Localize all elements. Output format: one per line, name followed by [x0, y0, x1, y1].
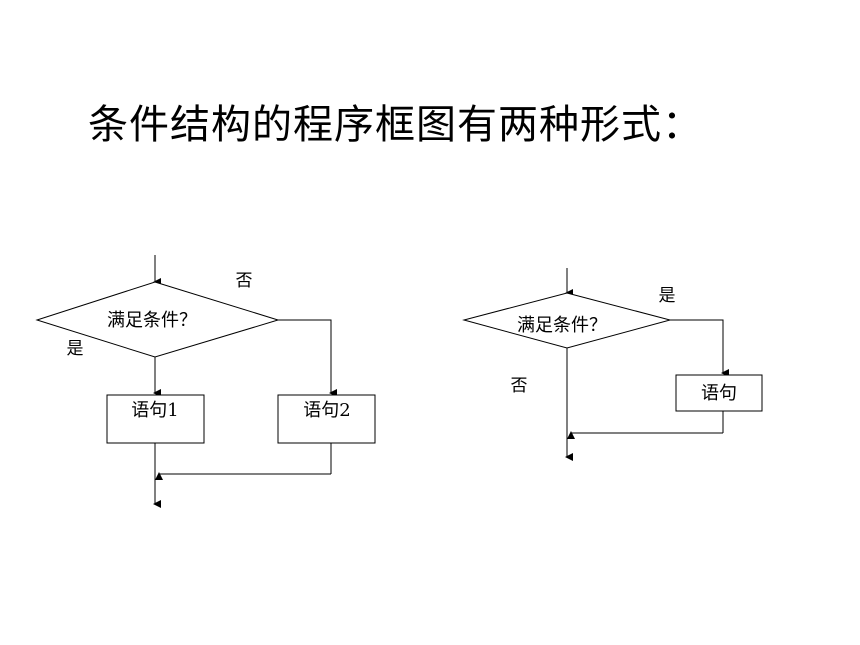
right-flowchart: 满足条件？ 是 否 语句	[462, 268, 763, 461]
left-flowchart: 满足条件？ 否 是 语句1 语句2	[35, 255, 376, 508]
left-statement2-box	[277, 394, 376, 444]
right-no-label: 否	[511, 376, 528, 396]
left-statement2-text: 语句2	[303, 400, 350, 421]
right-statement-text: 语句	[701, 383, 737, 404]
left-condition-text: 满足条件？	[107, 310, 197, 331]
left-yes-label: 是	[67, 339, 84, 359]
slide-title: 条件结构的程序框图有两种形式：	[88, 102, 703, 148]
right-condition-text: 满足条件？	[517, 315, 607, 336]
right-yes-label: 是	[659, 286, 676, 306]
right-yes-branch-arrow	[670, 319, 729, 377]
left-statement1-text: 语句1	[131, 400, 178, 421]
left-no-branch-arrow	[278, 319, 337, 397]
right-statement-box	[675, 374, 763, 412]
left-no-label: 否	[236, 271, 253, 291]
